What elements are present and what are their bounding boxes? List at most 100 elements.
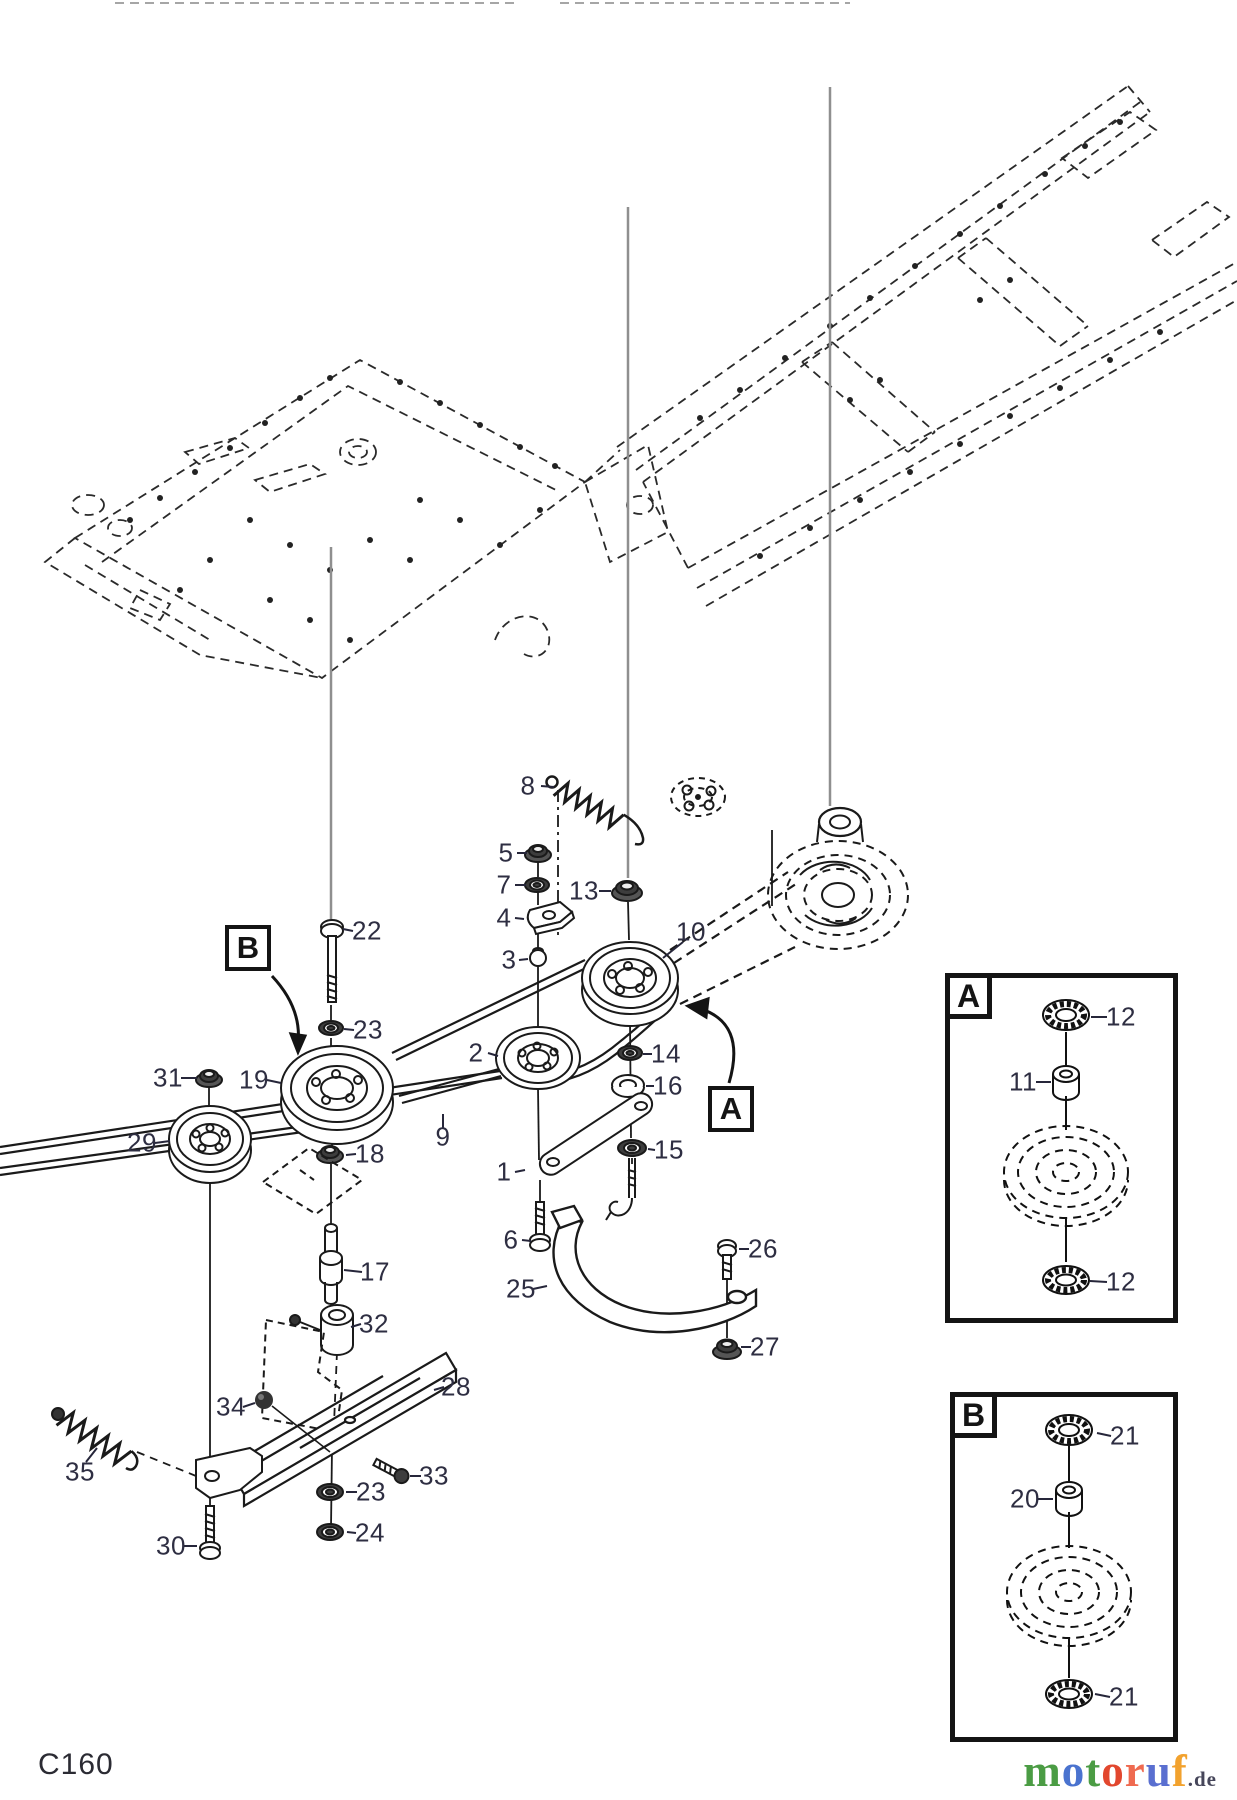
washer-23-bottom [316,1483,344,1501]
washer-7 [524,877,550,893]
detail-a-letter: A [956,977,981,1014]
ball-34 [255,1391,331,1453]
part-label-21-bottom: 21 [1109,1681,1139,1712]
detail-box-a: A [945,973,1178,1323]
part-label-23-bottom: 23 [356,1476,386,1507]
part-label-16: 16 [653,1070,683,1101]
part-label-1: 1 [496,1156,512,1187]
part-label-21-top: 21 [1110,1420,1140,1451]
part-label-14: 14 [651,1038,681,1069]
part-label-7: 7 [496,869,512,900]
part-label-17: 17 [360,1256,390,1287]
watermark-letter: o [1101,1746,1125,1796]
part-label-26: 26 [748,1233,778,1264]
part-label-22: 22 [352,915,382,946]
pivot-32 [289,1304,354,1356]
watermark-letter: t [1085,1746,1102,1796]
part-label-32: 32 [359,1308,389,1339]
label-ticks [85,785,1112,1698]
detail-box-b: B [950,1392,1178,1742]
part-label-4: 4 [496,902,512,933]
bolt-30 [199,1505,221,1560]
pulley-29 [168,1105,252,1184]
watermark-letter: r [1124,1746,1146,1796]
part-label-5: 5 [498,837,514,868]
part-label-35: 35 [65,1456,95,1487]
guide-plate-ghost [260,1318,344,1434]
part-label-18: 18 [355,1138,385,1169]
part-label-13: 13 [569,875,599,906]
bracket-25 [550,1204,758,1334]
spring-35 [51,1407,197,1477]
part-label-20: 20 [1010,1483,1040,1514]
callout-a-box: A [708,1086,754,1132]
washer-24 [316,1523,344,1541]
bolt-26 [717,1239,737,1280]
bolt-6 [529,1201,551,1252]
eye-bolt [605,1158,637,1221]
chassis-frame-sketch [43,2,1237,680]
watermark-letter: m [1023,1746,1062,1796]
part-label-10: 10 [676,916,706,947]
clip-4 [526,900,576,936]
detail-b-content [1006,1414,1132,1709]
hardware [195,844,758,1560]
part-label-23-top: 23 [353,1014,383,1045]
part-label-29: 29 [127,1127,157,1158]
nut-5 [524,844,552,863]
washer-14 [617,1045,643,1061]
bearing-12-top [1042,999,1090,1031]
bearing-21-top [1045,1414,1093,1446]
pulley-10 [581,941,679,1027]
part-label-25: 25 [506,1273,536,1304]
detail-box-b-tab: B [950,1392,997,1438]
callout-b-letter: B [236,930,260,965]
link-plate-1 [538,1092,654,1176]
detail-a-content [1003,999,1129,1295]
washer-23-top [318,1020,344,1036]
part-label-19: 19 [239,1064,269,1095]
page-code: C160 [38,1748,114,1781]
nut-13 [611,880,643,902]
part-label-30: 30 [156,1530,186,1561]
watermark-logo: motoruf.de [1023,1745,1217,1797]
callout-arrows [270,974,736,1084]
nut-31 [195,1069,223,1088]
spacer-20 [1055,1481,1083,1517]
part-label-31: 31 [153,1062,183,1093]
part-label-12-bottom: 12 [1106,1266,1136,1297]
part-label-33: 33 [419,1460,449,1491]
washer-15 [617,1139,647,1157]
spacer-17 [319,1223,343,1305]
hook-bracket [195,1446,263,1500]
nut-27 [712,1338,742,1360]
pulley-2 [495,1026,581,1090]
watermark-letter: u [1145,1746,1172,1796]
part-label-27: 27 [750,1331,780,1362]
watermark-letter: o [1061,1746,1086,1796]
part-label-6: 6 [503,1224,519,1255]
part-label-11: 11 [1009,1066,1037,1097]
watermark-letter: f [1171,1746,1188,1796]
ball-stud-3 [529,947,547,967]
part-label-3: 3 [501,944,517,975]
part-label-34: 34 [216,1391,246,1422]
detail-b-letter: B [961,1396,986,1433]
ghost-bracket [261,1146,364,1216]
frame-bolt-holes [127,119,1163,643]
detail-box-a-tab: A [945,973,992,1019]
bolt-22 [320,919,344,1003]
nut-18 [316,1145,344,1164]
spring-8 [545,775,645,846]
part-label-2: 2 [468,1037,484,1068]
part-label-8: 8 [520,770,536,801]
part-label-28: 28 [441,1371,471,1402]
part-label-24: 24 [355,1517,385,1548]
watermark-suffix: .de [1187,1767,1217,1791]
callout-b-box: B [225,925,271,971]
part-label-15: 15 [654,1134,684,1165]
pulley-19 [280,1045,394,1145]
bearing-12-bottom [1042,1265,1090,1295]
